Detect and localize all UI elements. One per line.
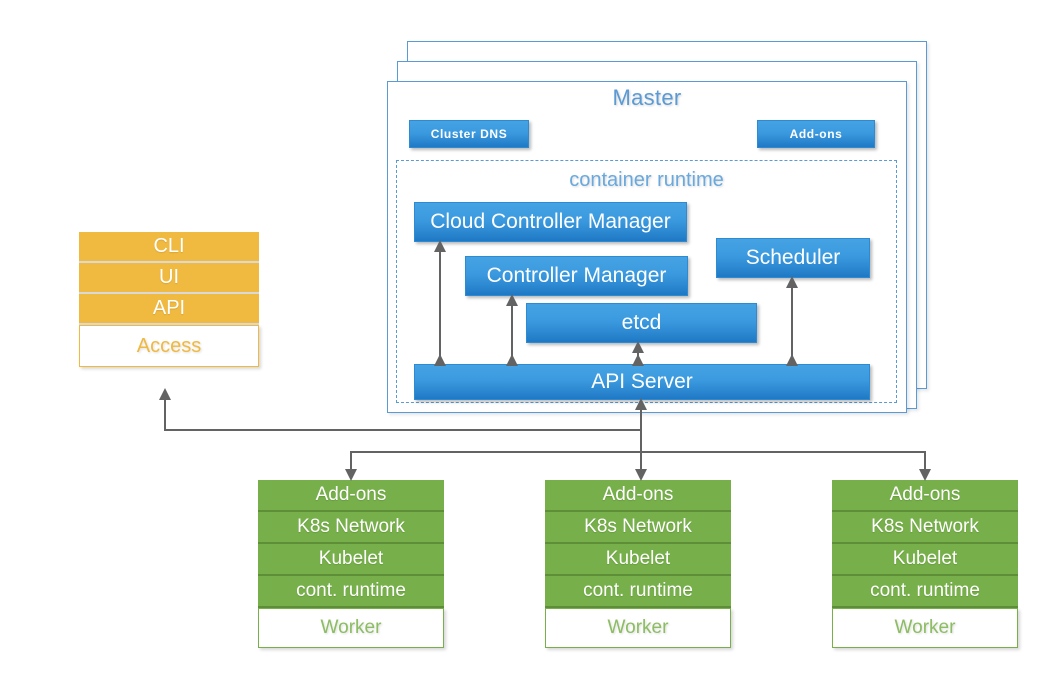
addons-master-box[interactable]: Add-ons <box>757 120 875 148</box>
wire-bus-to-worker-1 <box>345 451 641 481</box>
worker-3-row-addons[interactable]: Add-ons <box>832 480 1018 512</box>
worker-3-row-cont-runtime[interactable]: cont. runtime <box>832 576 1018 608</box>
worker-2-row-addons[interactable]: Add-ons <box>545 480 731 512</box>
access-stack: CLI UI API Access <box>79 232 259 392</box>
worker-stack-3: Add-ons K8s Network Kubelet cont. runtim… <box>832 480 1018 650</box>
wire-api-to-access <box>159 388 641 431</box>
scheduler-box[interactable]: Scheduler <box>716 238 870 278</box>
wire-bus-to-worker-3 <box>641 451 931 481</box>
worker-1-row-cont-runtime[interactable]: cont. runtime <box>258 576 444 608</box>
worker-2-row-kubelet[interactable]: Kubelet <box>545 544 731 576</box>
container-runtime-title: container runtime <box>569 169 724 191</box>
api-server-box[interactable]: API Server <box>414 364 870 400</box>
worker-2-row-cont-runtime[interactable]: cont. runtime <box>545 576 731 608</box>
worker-stack-2: Add-ons K8s Network Kubelet cont. runtim… <box>545 480 731 650</box>
worker-3-footer: Worker <box>832 608 1018 648</box>
cloud-controller-manager-box[interactable]: Cloud Controller Manager <box>414 202 687 242</box>
worker-stack-1: Add-ons K8s Network Kubelet cont. runtim… <box>258 480 444 650</box>
worker-1-row-kubelet[interactable]: Kubelet <box>258 544 444 576</box>
cluster-dns-box[interactable]: Cluster DNS <box>409 120 529 148</box>
worker-2-footer: Worker <box>545 608 731 648</box>
access-footer: Access <box>79 325 259 367</box>
access-row-ui[interactable]: UI <box>79 263 259 294</box>
access-row-cli[interactable]: CLI <box>79 232 259 263</box>
worker-1-row-k8s-network[interactable]: K8s Network <box>258 512 444 544</box>
worker-2-row-k8s-network[interactable]: K8s Network <box>545 512 731 544</box>
worker-3-row-kubelet[interactable]: Kubelet <box>832 544 1018 576</box>
access-row-api[interactable]: API <box>79 294 259 325</box>
master-title: Master <box>612 85 682 110</box>
worker-3-row-k8s-network[interactable]: K8s Network <box>832 512 1018 544</box>
worker-1-footer: Worker <box>258 608 444 648</box>
controller-manager-box[interactable]: Controller Manager <box>465 256 688 296</box>
worker-1-row-addons[interactable]: Add-ons <box>258 480 444 512</box>
